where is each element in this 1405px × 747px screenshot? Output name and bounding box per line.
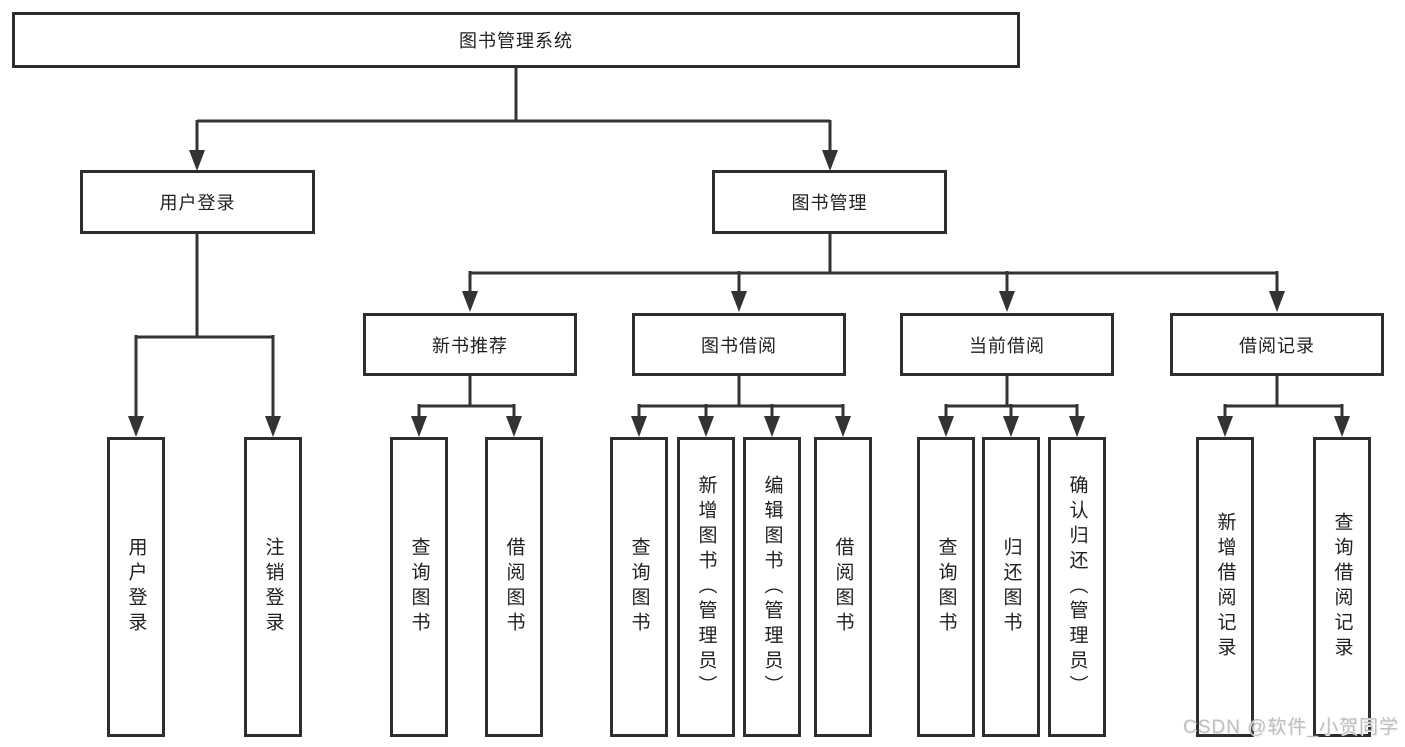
leaf-bb-add-book: 新增图书（管理员） [677, 437, 735, 737]
leaf-logout-label: 注销登录 [262, 537, 284, 637]
node-new-book-recommend: 新书推荐 [363, 313, 577, 376]
connector-new-book-children [417, 376, 516, 418]
connector-borrowing-records-children [1223, 376, 1344, 418]
arrowheads-borrowing-records-children [1217, 416, 1350, 437]
connector-user-login-children [134, 234, 275, 418]
leaf-user-login-label: 用户登录 [125, 537, 147, 637]
watermark: CSDN @软件_小贺同学 [1183, 717, 1399, 738]
connector-book-management-children [468, 234, 1279, 293]
node-user-login: 用户登录 [80, 170, 315, 234]
node-new-book-recommend-label: 新书推荐 [432, 335, 508, 356]
node-user-login-label: 用户登录 [159, 193, 236, 213]
leaf-cb-query-book-label: 查询图书 [935, 537, 957, 637]
leaf-bb-query-book-label: 查询图书 [628, 537, 650, 637]
leaf-cb-confirm-return: 确认归还（管理员） [1048, 437, 1106, 737]
leaf-cb-query-book: 查询图书 [917, 437, 975, 737]
leaf-br-query-record-label: 查询借阅记录 [1331, 512, 1353, 662]
leaf-cb-return-book-label: 归还图书 [1000, 537, 1022, 637]
node-book-management-label: 图书管理 [791, 193, 868, 213]
leaf-nb-borrow-book: 借阅图书 [485, 437, 543, 737]
leaf-br-add-record: 新增借阅记录 [1196, 437, 1254, 737]
leaf-nb-borrow-book-label: 借阅图书 [503, 537, 525, 637]
leaf-nb-query-book-label: 查询图书 [408, 537, 430, 637]
arrowheads-user-login-children [128, 416, 281, 437]
node-book-borrowing: 图书借阅 [632, 313, 846, 376]
arrowheads-book-borrowing-children [631, 416, 851, 437]
leaf-user-login: 用户登录 [107, 437, 165, 737]
node-root-label: 图书管理系统 [459, 31, 573, 51]
leaf-br-query-record: 查询借阅记录 [1313, 437, 1371, 737]
connector-current-borrowing-children [944, 376, 1079, 418]
leaf-bb-edit-book: 编辑图书（管理员） [743, 437, 801, 737]
arrowheads-level1 [189, 150, 838, 171]
leaf-nb-query-book: 查询图书 [390, 437, 448, 737]
arrowheads-current-borrowing-children [938, 416, 1085, 437]
leaf-br-add-record-label: 新增借阅记录 [1214, 512, 1236, 662]
node-book-management: 图书管理 [712, 170, 947, 234]
leaf-bb-query-book: 查询图书 [610, 437, 668, 737]
node-root: 图书管理系统 [12, 12, 1020, 68]
leaf-cb-confirm-return-label: 确认归还（管理员） [1066, 474, 1088, 700]
leaf-bb-borrow-book: 借阅图书 [814, 437, 872, 737]
leaf-cb-return-book: 归还图书 [982, 437, 1040, 737]
connector-book-borrowing-children [637, 376, 845, 418]
node-current-borrowing: 当前借阅 [900, 313, 1114, 376]
leaf-bb-borrow-book-label: 借阅图书 [832, 537, 854, 637]
node-borrowing-records-label: 借阅记录 [1239, 335, 1315, 356]
connector-root-to-level1 [195, 68, 832, 152]
leaf-logout: 注销登录 [244, 437, 302, 737]
arrowheads-new-book-children [411, 416, 522, 437]
arrowheads-level2 [462, 291, 1285, 312]
node-book-borrowing-label: 图书借阅 [701, 335, 777, 356]
leaf-bb-edit-book-label: 编辑图书（管理员） [761, 474, 783, 700]
node-borrowing-records: 借阅记录 [1170, 313, 1384, 376]
node-current-borrowing-label: 当前借阅 [969, 335, 1045, 356]
leaf-bb-add-book-label: 新增图书（管理员） [695, 474, 717, 700]
